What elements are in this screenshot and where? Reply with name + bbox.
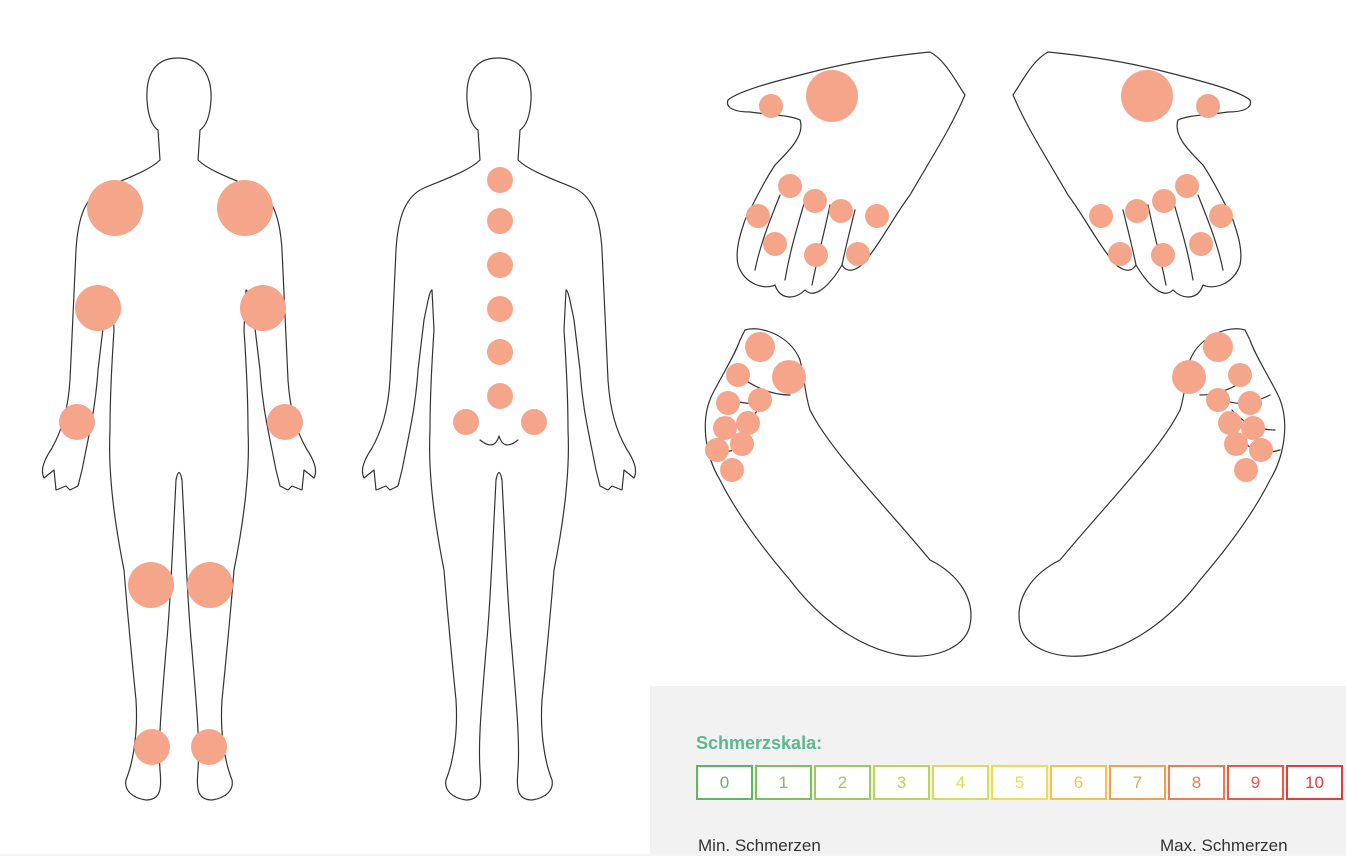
pain-spot-left-finger-8[interactable] [846,242,870,266]
pain-spot-left-palm[interactable] [806,70,858,122]
pain-spot-right-finger-7[interactable] [1151,243,1175,267]
pain-spot-spine-1[interactable] [487,167,513,193]
pain-spot-left-toe-4[interactable] [716,391,740,415]
pain-spot-left-toe-9[interactable] [720,458,744,482]
pain-scale-max-label: Max. Schmerzen [1160,836,1288,856]
pain-spot-spine-6[interactable] [487,383,513,409]
pain-spot-right-toe-5[interactable] [1218,411,1242,435]
pain-spot-front-left-knee[interactable] [128,562,174,608]
pain-spot-left-toe-7[interactable] [730,432,754,456]
pain-spot-left-toe-5[interactable] [736,411,760,435]
pain-spot-right-toe-7[interactable] [1224,432,1248,456]
pain-spot-left-toe-3[interactable] [748,388,772,412]
pain-scale-level-10[interactable]: 10 [1286,765,1343,800]
pain-spot-left-ball[interactable] [772,360,806,394]
pain-spot-left-toe-2[interactable] [726,363,750,387]
pain-spot-right-finger-8[interactable] [1108,242,1132,266]
pain-spot-left-big-toe[interactable] [745,332,775,362]
pain-scale-level-4[interactable]: 4 [932,765,989,800]
pain-spot-left-toe-8[interactable] [705,438,729,462]
pain-spot-front-right-elbow[interactable] [240,285,286,331]
pain-spot-front-left-elbow[interactable] [75,285,121,331]
pain-spot-right-finger-3[interactable] [1125,199,1149,223]
pain-scale-level-6[interactable]: 6 [1050,765,1107,800]
pain-scale-level-5[interactable]: 5 [991,765,1048,800]
pain-spot-spine-2[interactable] [487,208,513,234]
pain-spot-right-palm[interactable] [1121,70,1173,122]
pain-spot-right-finger-5[interactable] [1209,204,1233,228]
pain-spot-front-right-ankle[interactable] [191,729,227,765]
pain-spot-right-hip[interactable] [521,409,547,435]
pain-spot-left-finger-3[interactable] [829,199,853,223]
pain-spot-front-right-wrist[interactable] [267,404,303,440]
pain-scale-level-0[interactable]: 0 [696,765,753,800]
pain-scale-level-3[interactable]: 3 [873,765,930,800]
pain-spot-right-toe-3[interactable] [1206,388,1230,412]
pain-spot-right-finger-2[interactable] [1152,189,1176,213]
pain-spot-front-right-knee[interactable] [187,562,233,608]
pain-spot-right-toe-4[interactable] [1238,391,1262,415]
pain-scale-min-label: Min. Schmerzen [698,836,821,856]
pain-scale-level-9[interactable]: 9 [1227,765,1284,800]
pain-spot-right-finger-4[interactable] [1089,204,1113,228]
pain-spot-right-toe-2[interactable] [1228,363,1252,387]
pain-scale-level-1[interactable]: 1 [755,765,812,800]
pain-spot-spine-4[interactable] [487,296,513,322]
pain-spot-left-finger-6[interactable] [763,232,787,256]
pain-spot-left-finger-2[interactable] [803,189,827,213]
pain-spot-spine-3[interactable] [487,252,513,278]
pain-spot-left-hip[interactable] [453,409,479,435]
pain-scale-level-8[interactable]: 8 [1168,765,1225,800]
pain-spot-left-finger-7[interactable] [804,243,828,267]
pain-spot-front-left-ankle[interactable] [134,729,170,765]
pain-spot-left-finger-1[interactable] [778,174,802,198]
pain-scale-level-7[interactable]: 7 [1109,765,1166,800]
pain-spot-right-finger-6[interactable] [1189,232,1213,256]
pain-spot-left-finger-5[interactable] [746,204,770,228]
pain-spot-right-finger-1[interactable] [1175,174,1199,198]
pain-spot-left-thumb[interactable] [759,94,783,118]
pain-spot-front-left-wrist[interactable] [59,404,95,440]
pain-spot-spine-5[interactable] [487,339,513,365]
pain-spot-right-ball[interactable] [1172,360,1206,394]
pain-scale-level-2[interactable]: 2 [814,765,871,800]
pain-scale-title: Schmerzskala: [696,733,822,754]
pain-spot-right-thumb[interactable] [1196,94,1220,118]
pain-spot-front-right-shoulder[interactable] [217,180,273,236]
pain-spot-left-finger-4[interactable] [865,204,889,228]
pain-spot-right-toe-8[interactable] [1249,438,1273,462]
pain-spot-right-toe-9[interactable] [1234,458,1258,482]
pain-spot-right-big-toe[interactable] [1203,332,1233,362]
pain-spot-front-left-shoulder[interactable] [87,180,143,236]
